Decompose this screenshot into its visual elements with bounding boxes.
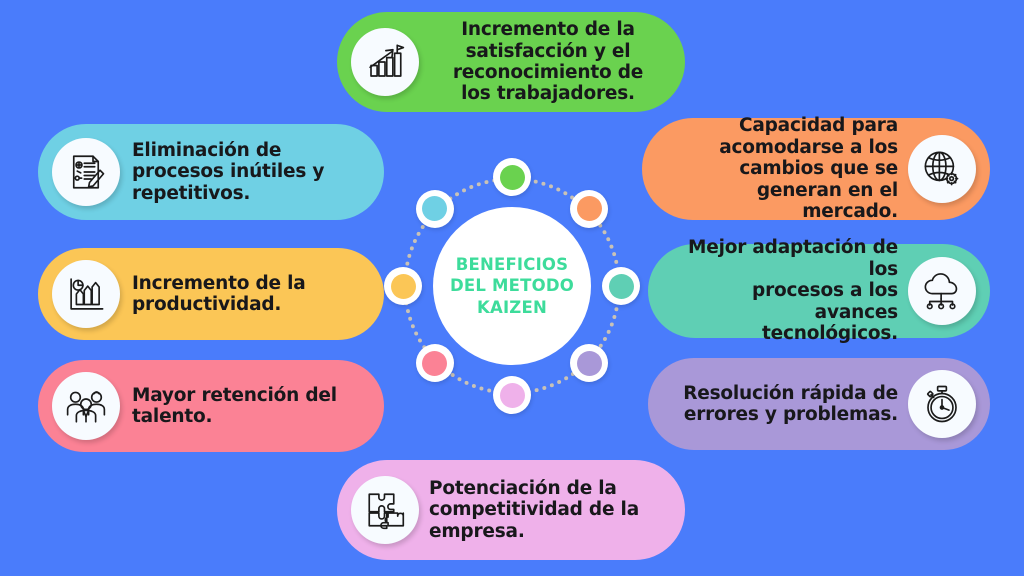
benefit-text-top: Incremento de la satisfacción y el recon… [452, 19, 644, 105]
benefit-card-right-1[interactable]: Capacidad para acomodarse a los cambios … [642, 115, 990, 223]
puzzle-pieces-icon [351, 476, 419, 544]
node-bottom-dot [499, 382, 525, 408]
node-bottom[interactable] [493, 376, 531, 414]
node-left[interactable] [384, 267, 422, 305]
node-top-right-dot [576, 196, 602, 222]
benefit-card-left-2[interactable]: Incremento de la productividad. [38, 248, 384, 340]
benefit-text-right-2: Mejor adaptación de los procesos a los a… [688, 237, 898, 345]
node-right-dot [608, 273, 634, 299]
node-bottom-left-dot [422, 350, 448, 376]
node-bottom-right-dot [576, 350, 602, 376]
benefit-text-bottom: Potenciación de la competitividad de la … [429, 477, 639, 542]
node-bottom-right[interactable] [570, 344, 609, 383]
node-bottom-left[interactable] [415, 344, 454, 383]
hub-title: BENEFICIOS DEL METODO KAIZEN [450, 255, 574, 317]
benefit-text-left-2: Incremento de la productividad. [132, 272, 306, 315]
benefit-card-bottom[interactable]: Potenciación de la competitividad de la … [337, 460, 685, 560]
growth-chart-flag-icon [351, 28, 419, 96]
document-edit-icon [52, 138, 120, 206]
node-left-dot [390, 273, 416, 299]
node-top-left[interactable] [415, 189, 454, 228]
hub-circle: BENEFICIOS DEL METODO KAIZEN [433, 207, 591, 365]
team-people-icon [52, 372, 120, 440]
node-right[interactable] [602, 267, 640, 305]
node-top-dot [499, 164, 525, 190]
productivity-arrows-icon [52, 260, 120, 328]
benefit-text-left-3: Mayor retención del talento. [132, 384, 337, 427]
cloud-network-icon [908, 257, 976, 325]
benefit-card-top[interactable]: Incremento de la satisfacción y el recon… [337, 12, 685, 112]
stopwatch-icon [908, 370, 976, 438]
node-top-left-dot [422, 196, 448, 222]
node-top-right[interactable] [570, 189, 609, 228]
benefit-text-left-1: Eliminación de procesos inútiles y repet… [132, 139, 325, 204]
benefit-text-right-3: Resolución rápida de errores y problemas… [683, 382, 898, 425]
benefit-text-right-1: Capacidad para acomodarse a los cambios … [719, 115, 898, 223]
globe-gear-icon [908, 135, 976, 203]
node-top[interactable] [493, 158, 531, 196]
benefit-card-left-1[interactable]: Eliminación de procesos inútiles y repet… [38, 124, 384, 220]
benefit-card-left-3[interactable]: Mayor retención del talento. [38, 360, 384, 452]
benefit-card-right-2[interactable]: Mejor adaptación de los procesos a los a… [648, 237, 990, 344]
benefit-card-right-3[interactable]: Resolución rápida de errores y problemas… [648, 358, 990, 450]
